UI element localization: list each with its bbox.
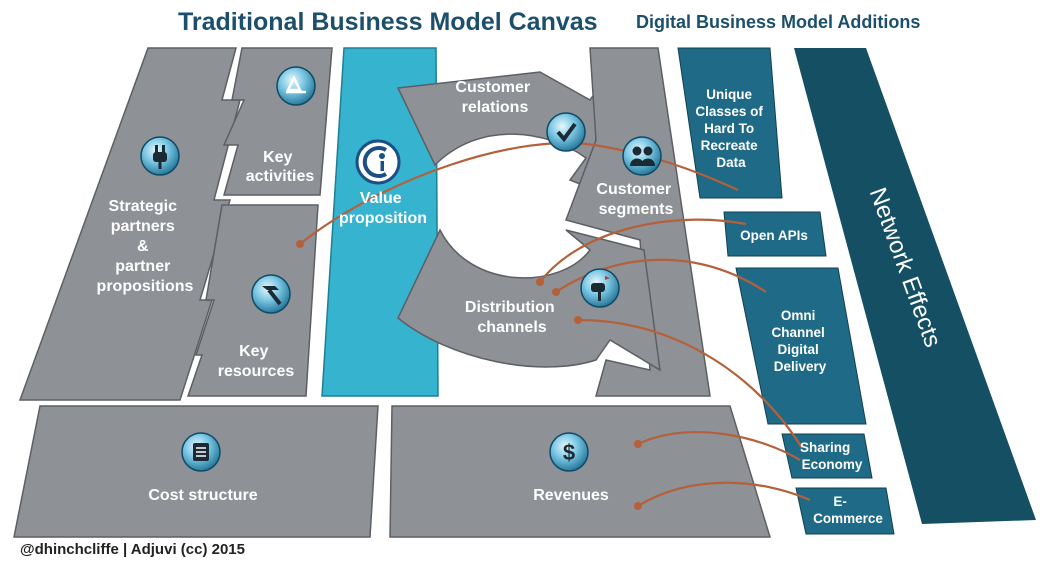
recycle-icon [276, 66, 316, 106]
svg-text:$: $ [563, 440, 575, 465]
e-commerce-label: E- Commerce [813, 494, 883, 526]
checkmark-icon [546, 112, 586, 152]
connector-channels-to-omni-channel [555, 258, 767, 293]
logo-icon [355, 139, 401, 185]
value-proposition-label: Value proposition [339, 190, 427, 227]
revenues-block [389, 405, 772, 538]
connector-revenues-to-e-commerce [637, 481, 811, 507]
customer-segments-label: Customer segments [596, 181, 675, 218]
customer-relations-label: Customer relations [455, 79, 534, 116]
connector-dot [296, 240, 304, 248]
revenues-label: Revenues [533, 487, 609, 504]
network-effects-block[interactable] [794, 48, 1036, 524]
connector-dot [536, 278, 544, 286]
connector-dot [634, 502, 642, 510]
mailbox-icon [580, 268, 620, 308]
sharing-economy-block[interactable] [781, 433, 873, 479]
dollar-icon: $ [549, 432, 589, 472]
connector-dot [574, 316, 582, 324]
connector-revenues-to-sharing-economy [637, 431, 801, 461]
connector-dot [634, 440, 642, 448]
credit-text: @dhinchcliffe | Adjuvi (cc) 2015 [20, 541, 245, 558]
hammer-icon [251, 274, 291, 314]
e-commerce-block[interactable] [795, 487, 895, 535]
ledger-icon [181, 432, 221, 472]
unique-data-label: Unique Classes of Hard To Recreate Data [695, 87, 766, 170]
omni-channel-block[interactable] [735, 267, 867, 425]
key-resources-label: Key resources [218, 343, 295, 380]
distribution-channels-block [397, 228, 661, 372]
open-apis-block[interactable] [723, 211, 827, 257]
connector-dot [552, 288, 560, 296]
unique-data-block[interactable] [677, 47, 783, 199]
sharing-economy-label: Sharing Economy [800, 440, 863, 472]
strategic-partners-label: Strategic partners & partner proposition… [97, 198, 194, 295]
open-apis-label: Open APIs [740, 228, 808, 243]
plug-icon [140, 136, 180, 176]
page-title: Traditional Business Model Canvas [178, 8, 598, 36]
digital-additions-title: Digital Business Model Additions [636, 12, 920, 32]
distribution-channels-label: Distribution channels [465, 299, 559, 336]
key-activities-label: Key activities [246, 149, 315, 185]
omni-channel-label: Omni Channel Digital Delivery [771, 308, 828, 374]
customer-segments-block [565, 47, 711, 397]
connector-channels-to-sharing-economy [577, 318, 803, 449]
cost-structure-label: Cost structure [148, 487, 257, 504]
cost-structure-block [13, 405, 379, 538]
connector-channels-to-open-apis [539, 218, 747, 283]
strategic-partners-block [18, 47, 241, 401]
people-icon [622, 136, 662, 176]
